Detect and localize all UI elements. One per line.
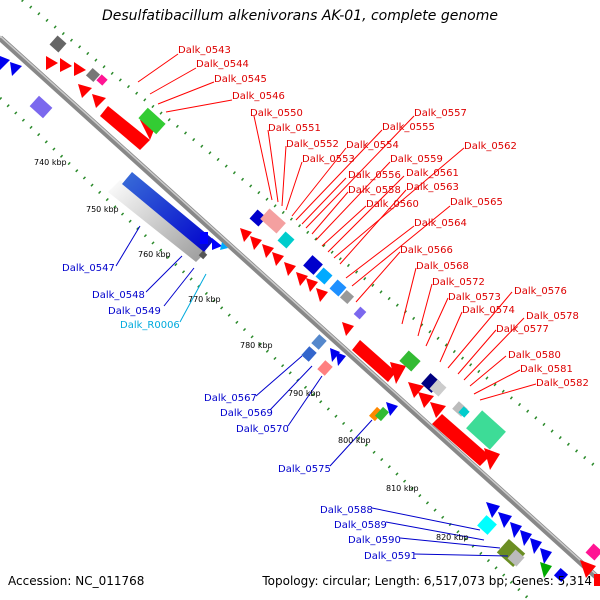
- tick-label: 820 kbp: [436, 533, 469, 542]
- forward-strand-genes: [46, 35, 600, 586]
- gene-label[interactable]: Dalk_0565: [450, 197, 503, 208]
- gene-label[interactable]: Dalk_0561: [406, 168, 459, 179]
- gene-label[interactable]: Dalk_0590: [348, 535, 401, 546]
- gene-label[interactable]: Dalk_0578: [526, 311, 579, 322]
- gene-label[interactable]: Dalk_0553: [302, 154, 355, 165]
- gene-label[interactable]: Dalk_0581: [520, 364, 573, 375]
- gene-label[interactable]: Dalk_0566: [400, 245, 453, 256]
- tick-label: 780 kbp: [240, 341, 273, 350]
- gene-label[interactable]: Dalk_0560: [366, 199, 419, 210]
- gene-label[interactable]: Dalk_0549: [108, 306, 161, 317]
- tick-label: 790 kbp: [288, 389, 321, 398]
- gene-label[interactable]: Dalk_0551: [268, 123, 321, 134]
- tick-label: 740 kbp: [34, 158, 67, 167]
- gene-label[interactable]: Dalk_R0006: [120, 320, 180, 331]
- gene-label[interactable]: Dalk_0577: [496, 324, 549, 335]
- gene-label[interactable]: Dalk_0569: [220, 408, 273, 419]
- gene-label[interactable]: Dalk_0555: [382, 122, 435, 133]
- gene-label[interactable]: Dalk_0572: [432, 277, 485, 288]
- gene-label[interactable]: Dalk_0576: [514, 286, 567, 297]
- gene-label[interactable]: Dalk_0558: [348, 185, 401, 196]
- genome-stats-text: Topology: circular; Length: 6,517,073 bp…: [262, 574, 592, 588]
- gene-label[interactable]: Dalk_0559: [390, 154, 443, 165]
- gene-label[interactable]: Dalk_0574: [462, 305, 515, 316]
- gene-label[interactable]: Dalk_0575: [278, 464, 331, 475]
- reverse-strand-genes: [0, 56, 569, 583]
- gene-label[interactable]: Dalk_0588: [320, 505, 373, 516]
- gene-label[interactable]: Dalk_0543: [178, 45, 231, 56]
- gene-label[interactable]: Dalk_0546: [232, 91, 285, 102]
- gene-labels-bottom: Dalk_0547 Dalk_0548 Dalk_0549 Dalk_R0006…: [62, 263, 417, 562]
- gene-label[interactable]: Dalk_0591: [364, 551, 417, 562]
- tick-label: 800 kbp: [338, 436, 371, 445]
- accession-text: Accession: NC_011768: [8, 574, 145, 588]
- tick-label: 770 kbp: [188, 295, 221, 304]
- gene-label[interactable]: Dalk_0547: [62, 263, 115, 274]
- tick-label: 750 kbp: [86, 205, 119, 214]
- gene-label[interactable]: Dalk_0580: [508, 350, 561, 361]
- gene-label[interactable]: Dalk_0562: [464, 141, 517, 152]
- gene-label[interactable]: Dalk_0563: [406, 182, 459, 193]
- gc-track-outer: [21, 0, 600, 472]
- gene-label[interactable]: Dalk_0557: [414, 108, 467, 119]
- gene-label[interactable]: Dalk_0570: [236, 424, 289, 435]
- gene-label[interactable]: Dalk_0589: [334, 520, 387, 531]
- position-ticks: 740 kbp 750 kbp 760 kbp 770 kbp 780 kbp …: [34, 158, 469, 542]
- gene-label[interactable]: Dalk_0568: [416, 261, 469, 272]
- gene-label[interactable]: Dalk_0545: [214, 74, 267, 85]
- gene-labels-top: Dalk_0543 Dalk_0544 Dalk_0545 Dalk_0546 …: [178, 45, 589, 389]
- gene-label[interactable]: Dalk_0552: [286, 139, 339, 150]
- gene-label[interactable]: Dalk_0582: [536, 378, 589, 389]
- leader-lines-top: [137, 53, 537, 401]
- gene-label[interactable]: Dalk_0554: [346, 140, 399, 151]
- gene-label[interactable]: Dalk_0548: [92, 290, 145, 301]
- map-title: Desulfatibacillum alkenivorans AK-01, co…: [101, 8, 499, 24]
- gene-label[interactable]: Dalk_0550: [250, 108, 303, 119]
- tick-label: 760 kbp: [138, 250, 171, 259]
- gene-label[interactable]: Dalk_0544: [196, 59, 249, 70]
- gene-label[interactable]: Dalk_0573: [448, 292, 501, 303]
- gene-label[interactable]: Dalk_0567: [204, 393, 257, 404]
- tick-label: 810 kbp: [386, 484, 419, 493]
- leader-lines-bottom: [115, 225, 509, 557]
- gene-label[interactable]: Dalk_0556: [348, 170, 401, 181]
- backbone: [0, 35, 600, 583]
- gene-label[interactable]: Dalk_0564: [414, 218, 467, 229]
